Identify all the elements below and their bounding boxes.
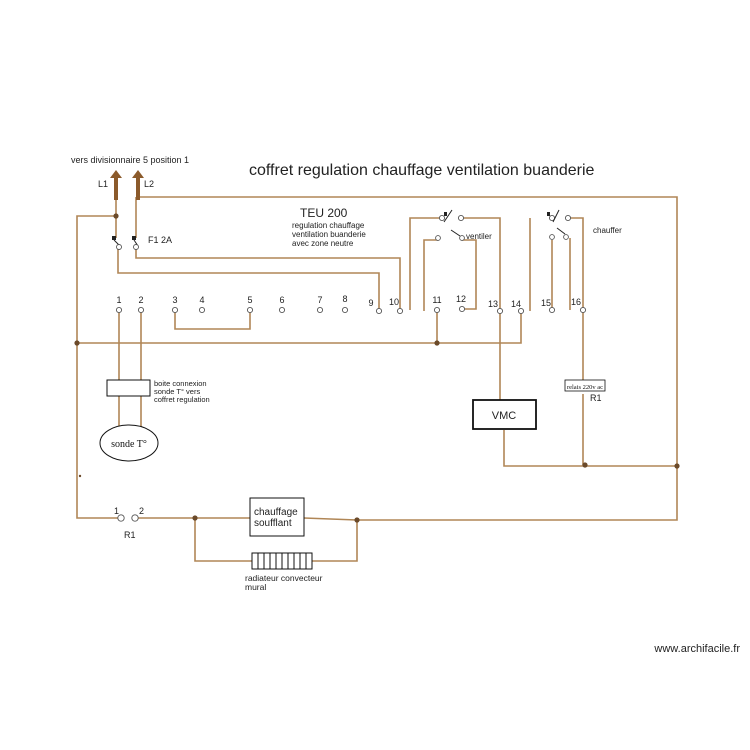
relay-r1-pin2: 2: [139, 506, 144, 516]
terminal: 16: [571, 297, 587, 314]
controller-desc-line: avec zone neutre: [292, 239, 354, 248]
relay-r1-bottom-name: R1: [124, 530, 136, 540]
vmc-unit: [472, 399, 537, 430]
terminal: 10: [389, 297, 404, 315]
terminal: 15: [541, 298, 556, 314]
junction-dot: [674, 463, 680, 469]
terminal: 3: [171, 295, 179, 314]
heater-label-line: soufflant: [254, 518, 292, 529]
fan-heater: [249, 497, 305, 537]
terminal: 2: [137, 295, 145, 314]
junction-box-line: boite connexion: [154, 379, 207, 388]
phase-l1-label: L1: [98, 179, 108, 189]
relay-r1-contact: [117, 514, 139, 522]
supply-arrow-l1: [110, 170, 122, 200]
terminal-label: 15: [541, 298, 551, 308]
terminal-label: 13: [488, 299, 498, 309]
watermark: www.archifacile.fr: [653, 643, 740, 655]
terminal: 12: [456, 294, 466, 313]
relay-label-ventiler: ventiler: [466, 232, 492, 241]
terminal-label: 5: [247, 295, 252, 305]
terminal-label: 14: [511, 299, 521, 309]
controller-name: TEU 200: [300, 206, 348, 220]
terminal-label: 8: [342, 294, 347, 304]
terminal-label: 7: [317, 295, 322, 305]
terminal: 7: [316, 295, 324, 314]
terminal: 8: [341, 294, 349, 314]
junction-dot: [192, 515, 198, 521]
probe-label: sonde T°: [111, 439, 147, 450]
terminal-label: 12: [456, 294, 466, 304]
terminal: 9: [368, 298, 383, 315]
junction-dot: [74, 340, 80, 346]
fuse-label: F1 2A: [148, 235, 172, 245]
junction-dot: [78, 474, 82, 478]
radiator-label-line: mural: [245, 582, 266, 592]
junction-box: [106, 379, 151, 397]
terminal: 13: [488, 299, 504, 315]
fuse-switch: [112, 236, 139, 250]
terminal-label: 2: [138, 295, 143, 305]
terminal: 4: [198, 295, 206, 314]
phase-l2-label: L2: [144, 179, 154, 189]
terminal: 11: [432, 295, 442, 314]
terminal-label: 11: [432, 295, 441, 305]
relay-contact-ventiler: [435, 209, 465, 241]
terminal: 14: [511, 299, 525, 315]
terminal-label: 6: [279, 295, 284, 305]
terminal-label: 16: [571, 297, 581, 307]
temperature-probe: [99, 424, 159, 462]
vmc-label: VMC: [492, 410, 517, 422]
terminal-label: 3: [172, 295, 177, 305]
source-note: vers divisionnaire 5 position 1: [71, 155, 189, 165]
junction-dot: [113, 213, 119, 219]
radiator-label-line: radiateur convecteur: [245, 573, 323, 583]
relay-contact-chauffer: [547, 209, 572, 240]
heater-label-line: chauffage: [254, 507, 298, 518]
junction-box-line: sonde T° vers: [154, 387, 200, 396]
terminal-strip: 1 2 3 4 5 6 7 8 9 10 11 12 13 14 15 16: [115, 294, 587, 315]
terminal-label: 9: [368, 298, 373, 308]
relay-r1-top-name: R1: [590, 393, 602, 403]
controller-desc-line: ventilation buanderie: [292, 230, 366, 239]
junction-box-line: coffret regulation: [154, 395, 210, 404]
terminal: 5: [246, 295, 254, 314]
junction-dot: [354, 517, 360, 523]
wiring: [76, 196, 678, 562]
terminal-label: 4: [199, 295, 204, 305]
terminal: 6: [278, 295, 286, 314]
relay-r1-coil-label: relais 220v ac: [567, 384, 603, 391]
junction-dot: [582, 462, 588, 468]
controller-desc-line: regulation chauffage: [292, 221, 365, 230]
wall-radiator: [251, 552, 313, 570]
terminal: 1: [115, 295, 123, 314]
diagram-title: coffret regulation chauffage ventilation…: [249, 162, 595, 179]
relay-r1-pin1: 1: [114, 506, 119, 516]
terminal-label: 10: [389, 297, 399, 307]
relay-r1-coil-box: [564, 379, 606, 392]
junction-dot: [434, 340, 440, 346]
relay-label-chauffer: chauffer: [593, 226, 622, 235]
terminal-label: 1: [116, 295, 121, 305]
supply-arrow-l2: [132, 170, 144, 200]
junction-dots: [74, 213, 680, 523]
